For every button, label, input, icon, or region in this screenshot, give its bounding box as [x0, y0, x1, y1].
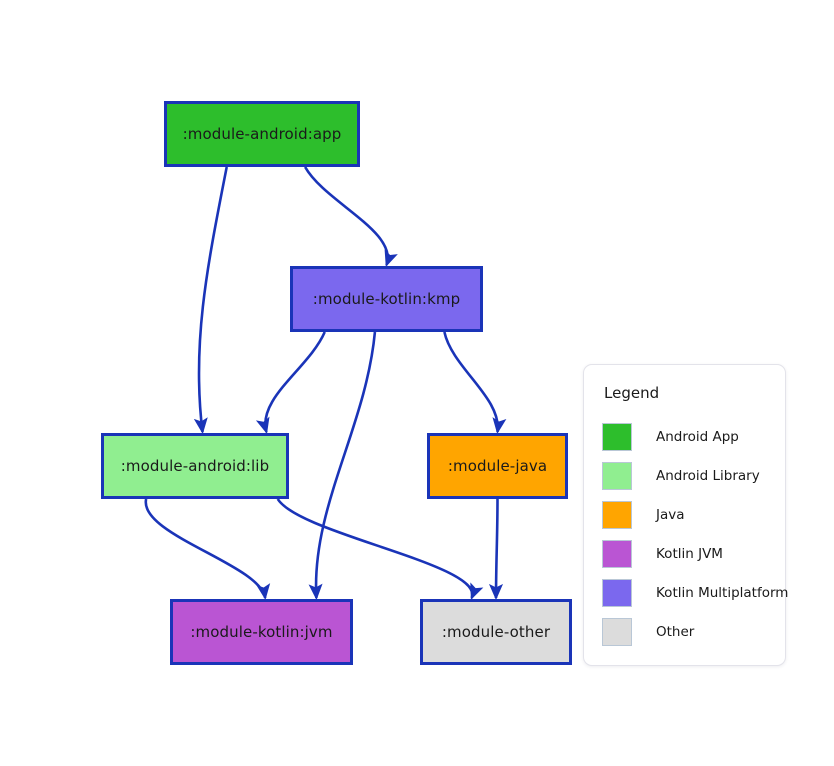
legend-item: Android App [584, 417, 785, 456]
legend-color-swatch [602, 500, 632, 529]
legend-item-label: Other [656, 623, 695, 640]
graph-node-label: :module-kotlin:kmp [312, 290, 461, 308]
graph-node-jvm[interactable]: :module-kotlin:jvm [170, 599, 353, 665]
graph-edge-app-to-kmp [303, 166, 398, 267]
legend-item: Android Library [584, 456, 785, 495]
graph-edge-lib-to-other [276, 498, 484, 600]
graph-node-label: :module-android:app [182, 125, 342, 143]
graph-edge-kmp-to-java [443, 331, 507, 435]
legend-color-swatch [602, 461, 632, 490]
legend-item-label: Kotlin JVM [656, 545, 723, 562]
graph-node-lib[interactable]: :module-android:lib [101, 433, 289, 499]
legend-item-label: Java [656, 506, 685, 523]
graph-edge-java-to-other [488, 498, 504, 601]
graph-node-label: :module-kotlin:jvm [190, 623, 333, 641]
graph-node-label: :module-other [441, 623, 551, 641]
graph-node-other[interactable]: :module-other [420, 599, 572, 665]
legend-item-label: Android App [656, 428, 739, 445]
graph-node-java[interactable]: :module-java [427, 433, 568, 499]
graph-node-label: :module-java [447, 457, 548, 475]
legend-color-swatch [602, 422, 632, 451]
graph-edge-app-to-lib [193, 166, 228, 435]
legend-item: Java [584, 495, 785, 534]
graph-node-kmp[interactable]: :module-kotlin:kmp [290, 266, 483, 332]
legend-item-label: Android Library [656, 467, 760, 484]
legend-color-swatch [602, 617, 632, 646]
legend-color-swatch [602, 578, 632, 607]
graph-edge-lib-to-jvm [144, 498, 271, 601]
graph-node-label: :module-android:lib [120, 457, 270, 475]
legend-title: Legend [604, 384, 660, 402]
graph-node-app[interactable]: :module-android:app [164, 101, 360, 167]
legend-item: Kotlin Multiplatform [584, 573, 789, 612]
graph-edge-kmp-to-jvm [308, 331, 377, 601]
legend-item: Other [584, 612, 785, 651]
legend-item: Kotlin JVM [584, 534, 785, 573]
graph-edge-kmp-to-lib [255, 331, 326, 435]
legend-item-label: Kotlin Multiplatform [656, 584, 789, 601]
legend-color-swatch [602, 539, 632, 568]
